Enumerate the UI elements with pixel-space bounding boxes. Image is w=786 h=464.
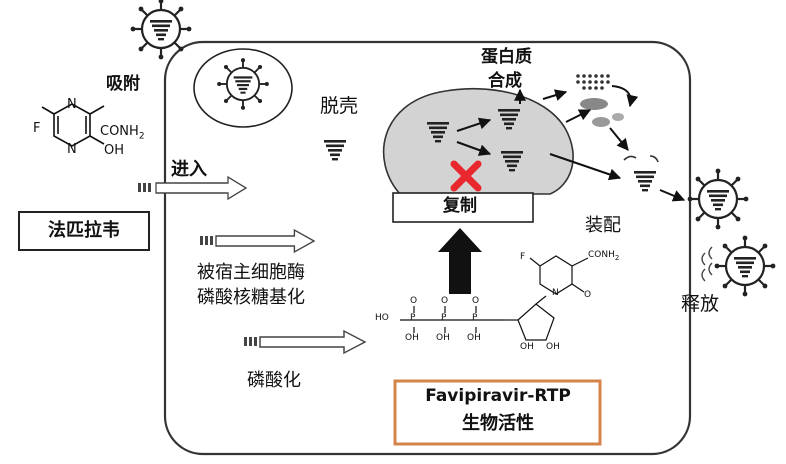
arrow-to-proteins (542, 89, 568, 101)
cell-membrane (163, 40, 692, 456)
result-box (393, 379, 602, 446)
arrow-to-assembly-2 (609, 127, 629, 151)
rtp-activity: 生物活性 (462, 413, 534, 434)
virion-released-2 (715, 236, 776, 297)
atom-oh-1: OH (405, 333, 419, 343)
assembly-fragments (623, 155, 659, 163)
protein-blob-3 (612, 113, 624, 121)
virion-incoming (131, 0, 192, 59)
release-bracket (708, 246, 713, 276)
label-host-enzyme-1: 被宿主细胞酶 (197, 262, 305, 283)
rtp-name: Favipiravir-RTP (425, 386, 571, 406)
atom-rtp-o: O (584, 290, 592, 300)
protein-blob-2 (592, 117, 610, 127)
rtp-structure (400, 255, 589, 341)
genome-assembly (634, 171, 656, 192)
label-replication: 复制 (443, 196, 477, 216)
label-assembly: 装配 (585, 215, 621, 236)
atom-rtp-conh2: CONH2 (588, 250, 620, 262)
arrow-copy-2 (456, 141, 492, 156)
drug-name-box: 法匹拉韦 (18, 211, 150, 251)
atom-p-1: P (410, 313, 416, 323)
favipiravir-structure (41, 103, 105, 147)
label-entry: 进入 (171, 159, 207, 180)
phosphorylation-arrow (244, 330, 366, 354)
arrow-copy-1 (456, 117, 492, 132)
atom-n-bottom: N (67, 142, 77, 157)
arrow-to-assembly (549, 153, 622, 181)
virion-released-1 (688, 169, 749, 230)
atom-oh-4: OH (520, 342, 534, 352)
replication-compartment (382, 87, 574, 195)
atom-o-1: O (410, 296, 418, 306)
entry-arrow (138, 176, 247, 200)
atom-rtp-n: N (552, 288, 559, 298)
group-oh: OH (104, 143, 125, 158)
atom-oh-2: OH (436, 333, 450, 343)
arrow-to-release (659, 189, 686, 202)
arrow-protein-fold (611, 85, 639, 108)
replication-box (392, 192, 534, 223)
atom-n-top: N (67, 97, 77, 112)
atom-p-3: P (472, 313, 478, 323)
label-release: 释放 (681, 293, 720, 315)
uncoated-genome (324, 140, 346, 161)
block-x-icon (450, 160, 482, 192)
arrow-to-blob (565, 109, 592, 123)
virion-endosome (217, 58, 269, 110)
atom-f: F (33, 121, 41, 136)
atom-rtp-f: F (520, 252, 526, 262)
group-conh2: CONH2 (100, 124, 145, 142)
label-host-enzyme-2: 磷酸核糖基化 (197, 287, 305, 308)
atom-oh-5: OH (546, 342, 560, 352)
protein-blob-1 (580, 98, 608, 110)
release-bracket-2 (701, 252, 706, 282)
inhibition-arrow (438, 228, 482, 294)
label-protein-synthesis-1: 蛋白质 (481, 47, 532, 67)
host-enzyme-arrow (200, 229, 315, 253)
protein-dots (576, 74, 610, 90)
atom-o-2: O (441, 296, 449, 306)
label-phosphorylation: 磷酸化 (247, 370, 301, 391)
atom-oh-3: OH (467, 333, 481, 343)
label-uncoating: 脱壳 (320, 95, 359, 117)
atom-ho: HO (375, 313, 389, 323)
label-adsorption: 吸附 (106, 74, 140, 94)
label-protein-synthesis-2: 合成 (488, 71, 522, 91)
atom-p-2: P (441, 313, 447, 323)
atom-o-3: O (472, 296, 480, 306)
